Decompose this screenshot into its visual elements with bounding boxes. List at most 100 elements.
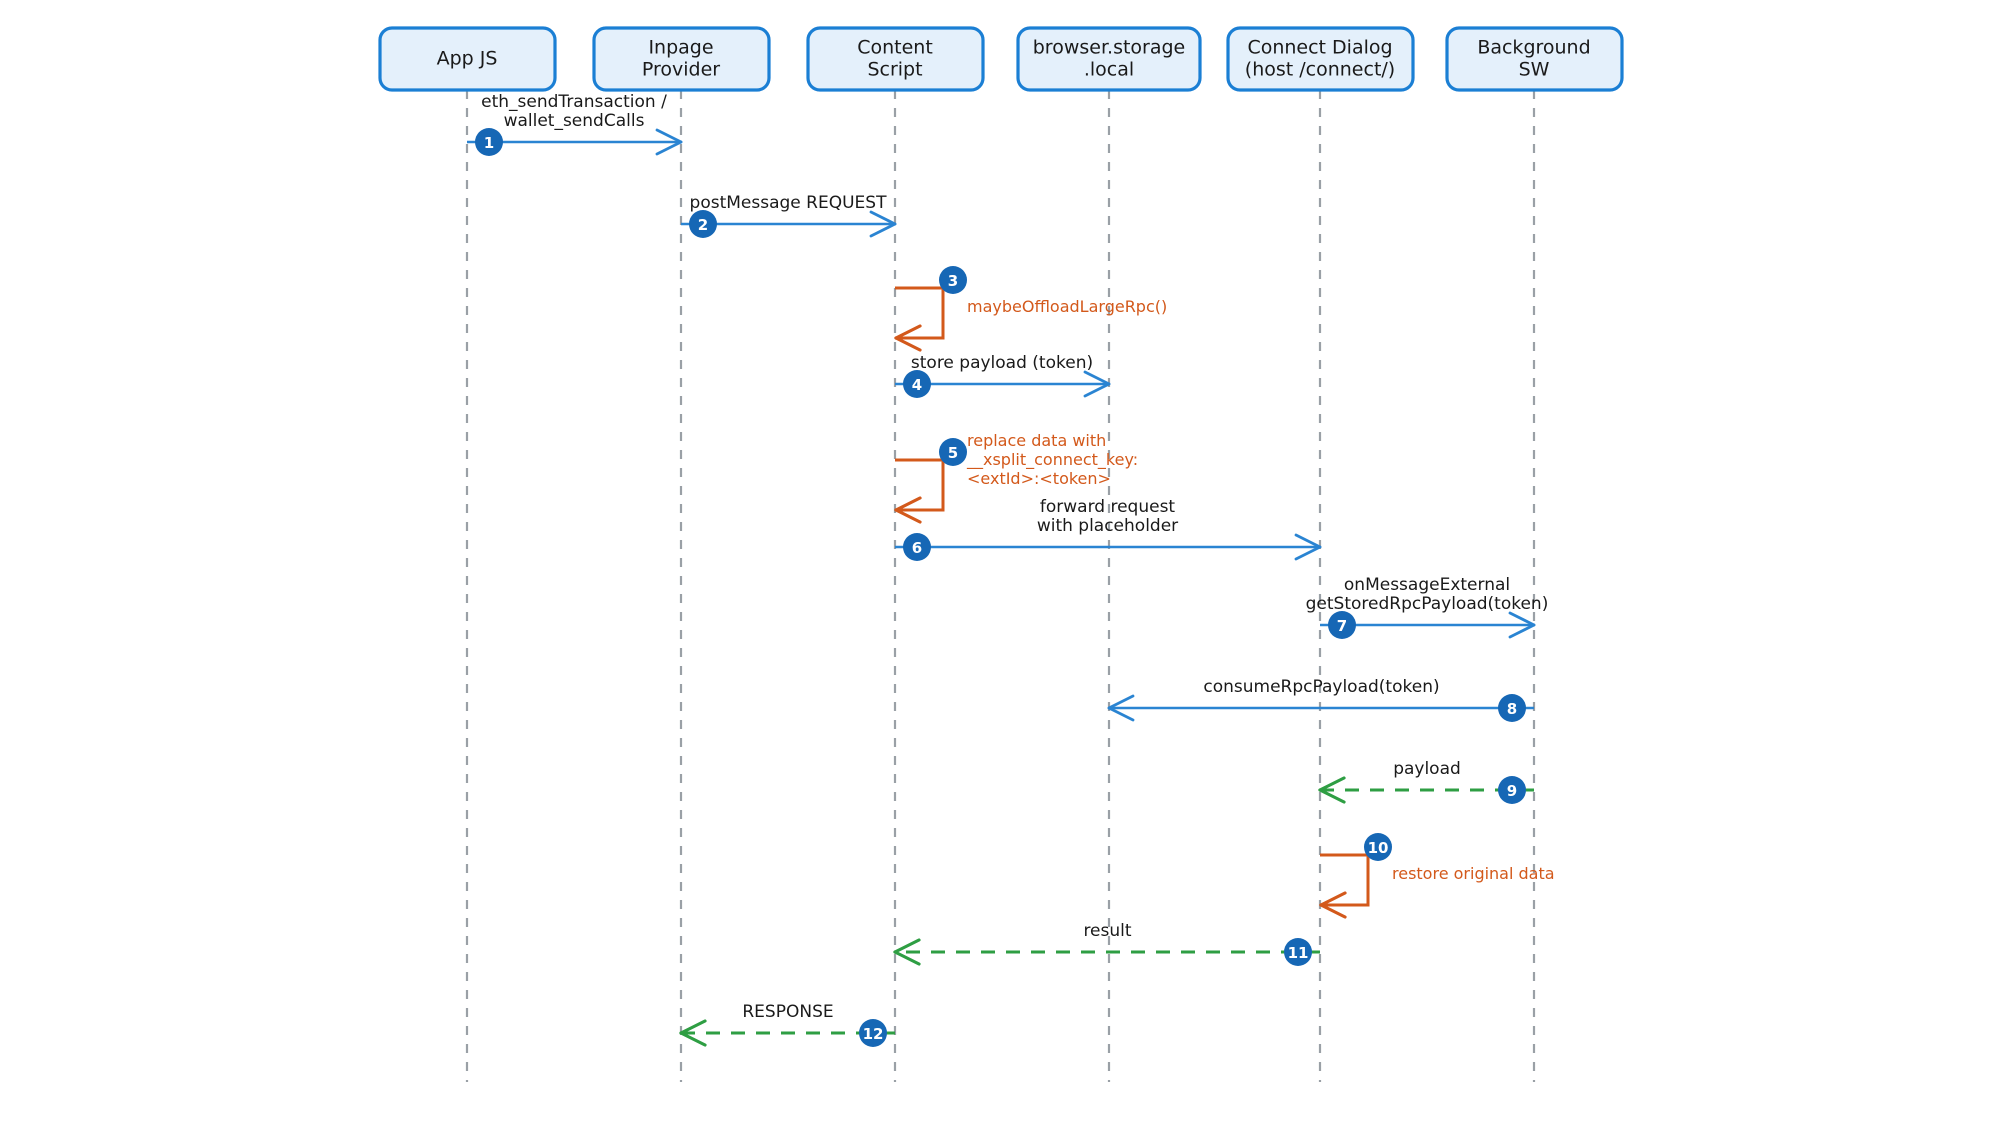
message-11-return[interactable]: 11 result xyxy=(893,921,1320,966)
arrowhead xyxy=(1294,533,1322,549)
step-badge-2: 2 xyxy=(689,210,717,238)
message-3-self[interactable]: 3 maybeOffloadLargeRpc() xyxy=(894,266,1167,352)
step-badge-circle xyxy=(903,370,931,398)
participant-box-storage xyxy=(1016,26,1202,92)
participant-storage[interactable]: browser.storage.local xyxy=(1016,26,1202,92)
participant-label-inpage: Inpage xyxy=(648,37,713,59)
participant-label-storage: .local xyxy=(1084,59,1134,81)
step-badge-number: 3 xyxy=(948,272,958,290)
message-label-line: payload xyxy=(1393,759,1461,779)
lifelines-layer xyxy=(465,90,1536,1082)
step-badge-circle xyxy=(1498,776,1526,804)
message-label-line: <extId>:<token> xyxy=(967,469,1111,488)
message-label-line: postMessage REQUEST xyxy=(690,193,888,213)
step-badge-10: 10 xyxy=(1364,833,1392,861)
arrowhead xyxy=(869,210,897,226)
message-label-line: forward request xyxy=(1040,497,1176,517)
message-9-return[interactable]: 9 payload xyxy=(1318,759,1534,804)
arrowhead xyxy=(894,336,922,352)
message-label-line: getStoredRpcPayload(token) xyxy=(1306,594,1549,614)
arrowhead xyxy=(1319,891,1347,907)
participant-label-dialog: (host /connect/) xyxy=(1245,59,1395,81)
message-label-line: onMessageExternal xyxy=(1344,575,1510,595)
step-badge-circle xyxy=(1328,611,1356,639)
step-badge-number: 12 xyxy=(863,1025,884,1043)
step-badge-8: 8 xyxy=(1498,694,1526,722)
step-badge-number: 8 xyxy=(1507,700,1517,718)
arrowhead xyxy=(894,508,922,524)
step-badge-number: 11 xyxy=(1288,944,1309,962)
step-badge-number: 9 xyxy=(1507,782,1517,800)
arrowhead xyxy=(1318,776,1346,792)
message-label-line: __xsplit_connect_key: xyxy=(966,450,1138,470)
message-label-line: store payload (token) xyxy=(911,353,1093,373)
message-label-line: eth_sendTransaction / xyxy=(481,92,667,112)
step-badge-number: 7 xyxy=(1337,617,1347,635)
message-label-line: restore original data xyxy=(1392,864,1555,883)
message-label-line: maybeOffloadLargeRpc() xyxy=(967,297,1167,316)
step-badge-circle xyxy=(1498,694,1526,722)
step-badge-4: 4 xyxy=(903,370,931,398)
message-12-return[interactable]: 12 RESPONSE xyxy=(679,1002,895,1047)
arrowhead xyxy=(679,1031,707,1047)
arrowhead xyxy=(893,950,921,966)
participant-label-storage: browser.storage xyxy=(1033,37,1186,59)
participant-box-inpage xyxy=(592,26,771,92)
step-badge-number: 1 xyxy=(484,134,494,152)
message-label-line: RESPONSE xyxy=(742,1002,833,1022)
participant-box-app xyxy=(378,26,557,92)
arrowhead xyxy=(1083,382,1111,398)
step-badge-number: 2 xyxy=(698,216,708,234)
message-label-line: result xyxy=(1083,921,1131,941)
arrowhead xyxy=(1294,545,1322,561)
step-badge-circle xyxy=(689,210,717,238)
arrowhead xyxy=(893,938,921,954)
arrowhead xyxy=(894,496,922,512)
arrowhead xyxy=(1319,903,1347,919)
arrowhead xyxy=(1318,788,1346,804)
participant-box-content xyxy=(806,26,985,92)
step-badge-number: 6 xyxy=(912,539,922,557)
arrowhead xyxy=(655,128,683,144)
arrowhead xyxy=(1107,694,1135,710)
message-2-sync[interactable]: 2 postMessage REQUEST xyxy=(681,193,897,238)
step-badge-number: 5 xyxy=(948,444,958,462)
step-badge-3: 3 xyxy=(939,266,967,294)
message-7-sync[interactable]: 7 onMessageExternalgetStoredRpcPayload(to… xyxy=(1306,575,1549,639)
participant-box-dialog xyxy=(1226,26,1415,92)
step-badge-circle xyxy=(939,438,967,466)
arrowhead xyxy=(1508,611,1536,627)
message-5-self[interactable]: 5 replace data with__xsplit_connect_key:<… xyxy=(894,431,1138,524)
step-badge-circle xyxy=(1364,833,1392,861)
arrowhead xyxy=(1107,706,1135,722)
arrowhead xyxy=(894,324,922,340)
step-badge-6: 6 xyxy=(903,533,931,561)
step-badge-9: 9 xyxy=(1498,776,1526,804)
message-label-line: replace data with xyxy=(967,431,1106,450)
step-badge-11: 11 xyxy=(1284,938,1312,966)
message-label-line: with placeholder xyxy=(1037,516,1178,536)
self-call-path xyxy=(895,286,945,340)
message-4-sync[interactable]: 4 store payload (token) xyxy=(895,353,1111,398)
step-badge-number: 4 xyxy=(912,376,922,394)
arrowhead xyxy=(1083,370,1111,386)
step-badge-circle xyxy=(903,533,931,561)
participant-app[interactable]: App JS xyxy=(378,26,557,92)
step-badge-circle xyxy=(1284,938,1312,966)
step-badge-12: 12 xyxy=(859,1019,887,1047)
step-badge-5: 5 xyxy=(939,438,967,466)
step-badge-number: 10 xyxy=(1368,839,1389,857)
participant-dialog[interactable]: Connect Dialog(host /connect/) xyxy=(1226,26,1415,92)
participant-box-bgsw xyxy=(1445,26,1624,92)
